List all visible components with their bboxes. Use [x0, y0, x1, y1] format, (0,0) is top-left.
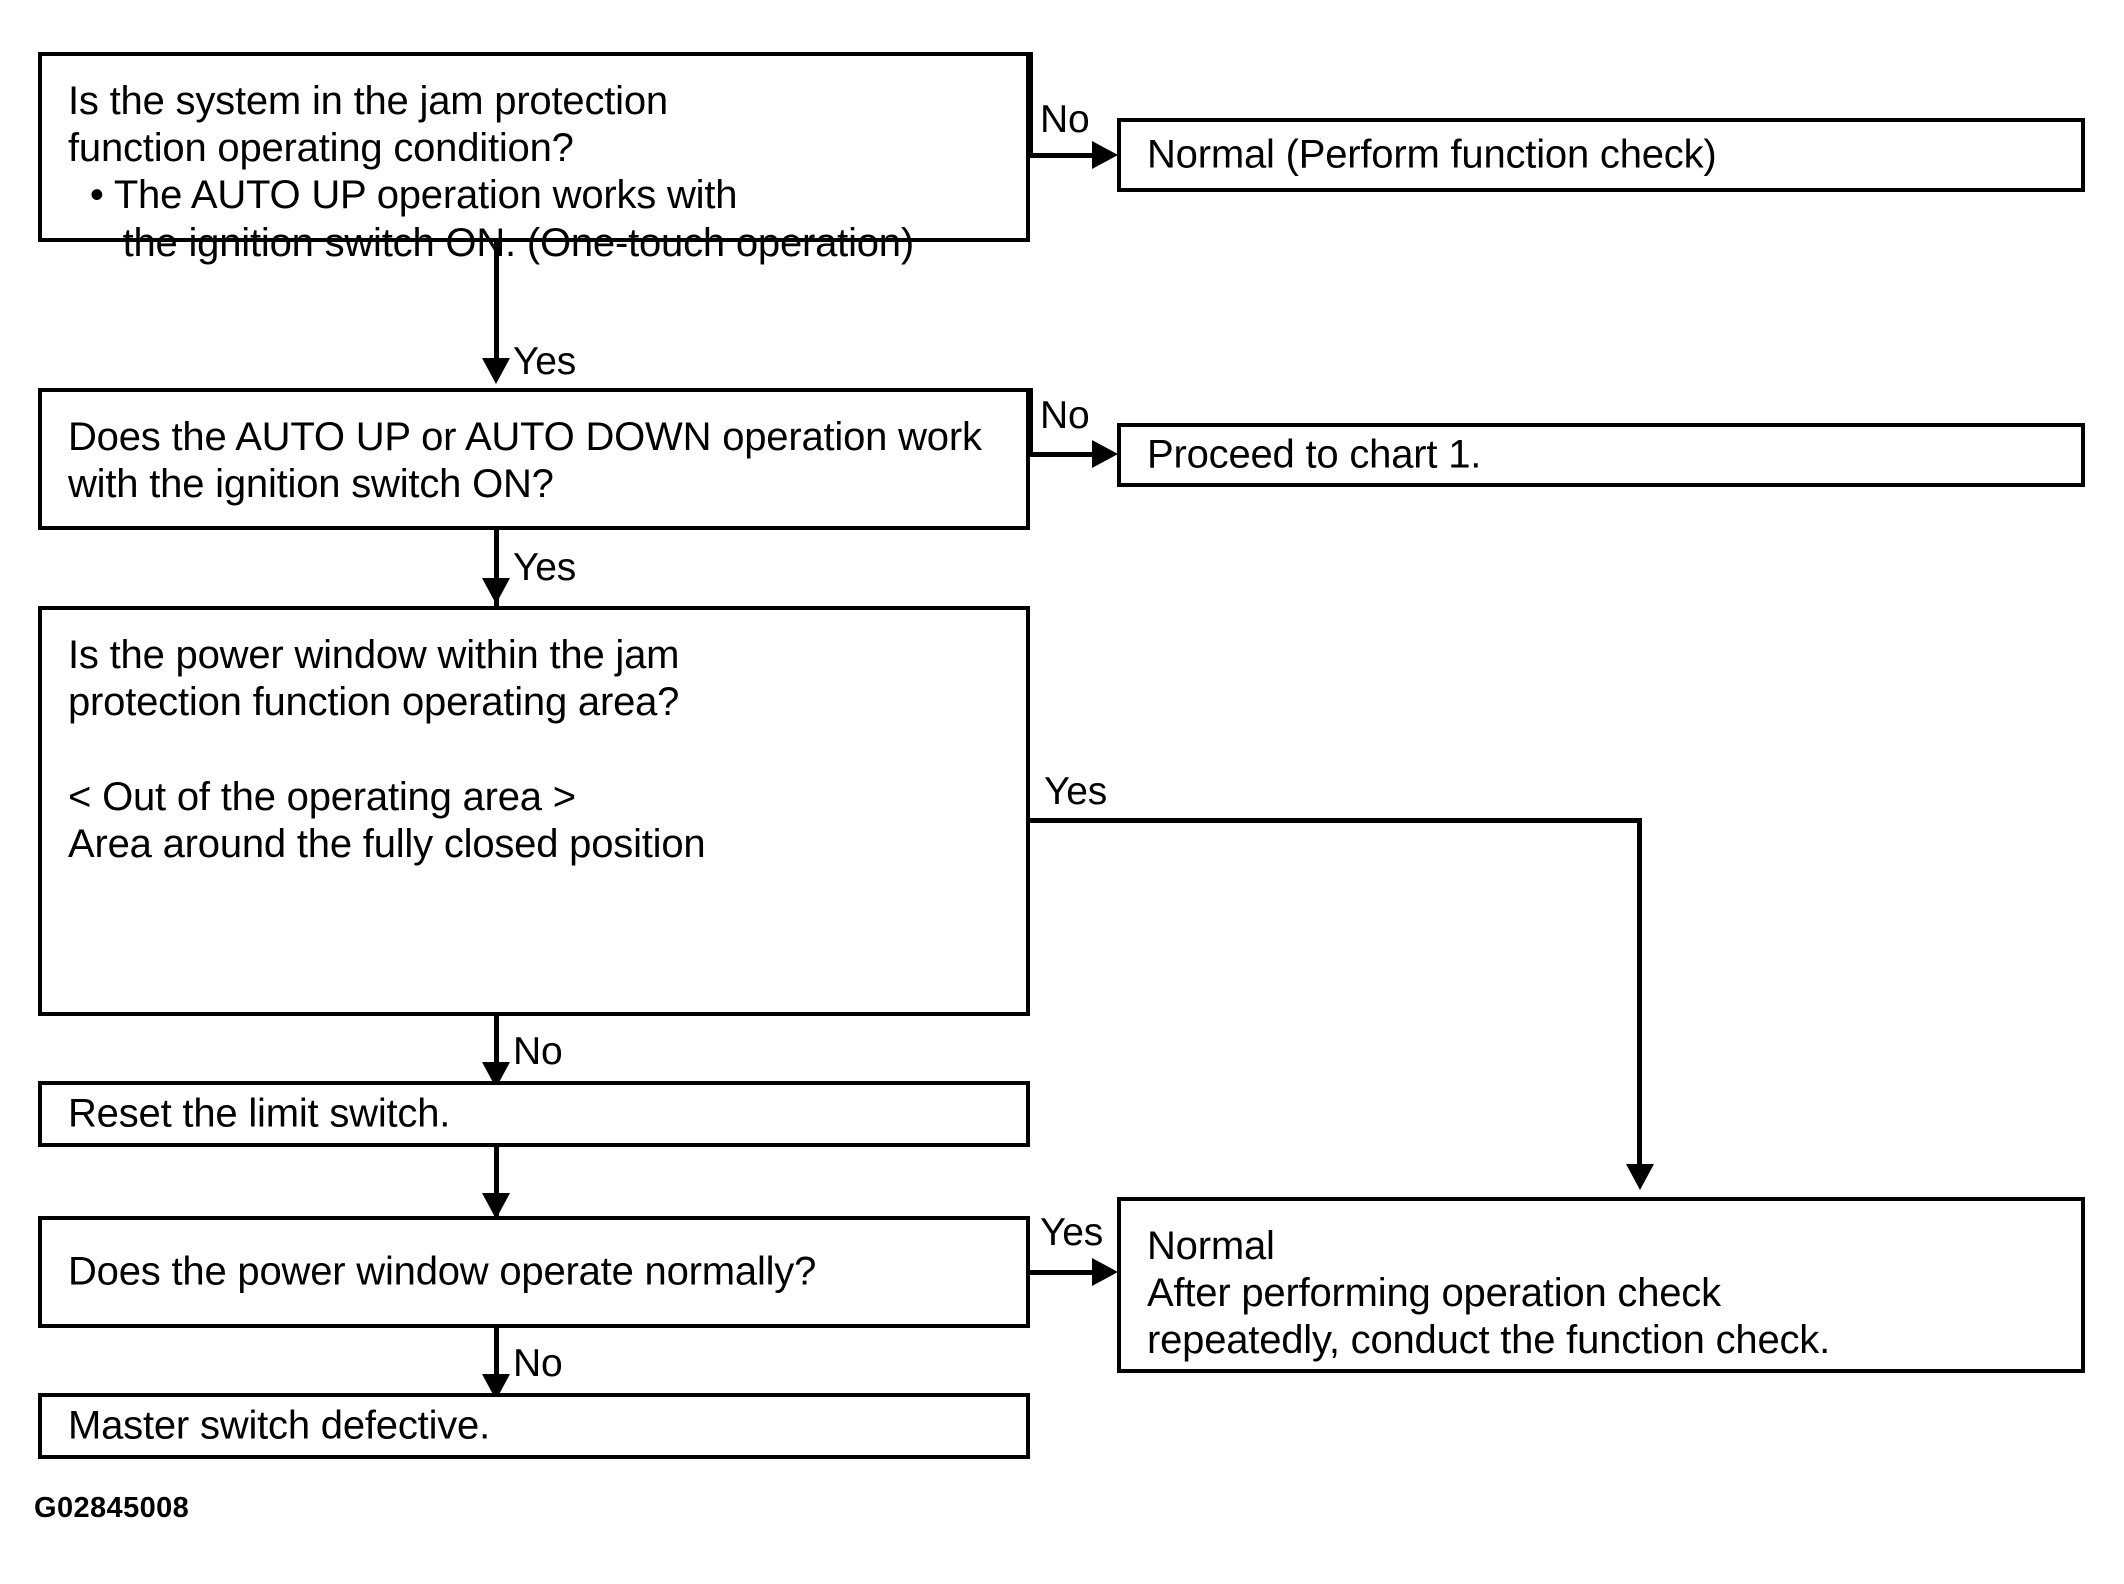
- decision-power-window-operates-normally-text: Does the power window operate normally?: [68, 1249, 817, 1294]
- decision-auto-up-down-works-text: Does the AUTO UP or AUTO DOWN operation …: [68, 415, 982, 507]
- edge-label-q1-yes: Yes: [513, 340, 577, 383]
- edge-q3-to-r3-vertical: [1637, 818, 1642, 1176]
- decision-auto-up-down-works: Does the AUTO UP or AUTO DOWN operation …: [38, 388, 1030, 530]
- edge-q1-to-r1-arrowhead: [1092, 141, 1118, 169]
- decision-power-window-operates-normally: Does the power window operate normally?: [38, 1216, 1030, 1328]
- edge-q2-to-r2-arrowhead: [1092, 440, 1118, 468]
- edge-label-q4-yes: Yes: [1040, 1211, 1104, 1254]
- edge-label-q2-yes: Yes: [513, 546, 577, 589]
- action-master-switch-defective-text: Master switch defective.: [68, 1403, 491, 1448]
- edge-label-q1-no: No: [1040, 98, 1090, 141]
- edge-q3-to-r3-arrowhead: [1626, 1164, 1654, 1190]
- outcome-normal-perform-function-check: Normal (Perform function check): [1117, 118, 2085, 192]
- edge-label-q3-yes: Yes: [1044, 770, 1108, 813]
- edge-q3-to-a1-vertical: [494, 1016, 499, 1084]
- edge-q4-to-a2-vertical: [494, 1328, 499, 1396]
- edge-a1-to-q4-vertical: [494, 1147, 499, 1219]
- decision-window-within-operating-area: Is the power window within the jam prote…: [38, 606, 1030, 1016]
- edge-label-q3-no: No: [513, 1030, 563, 1073]
- edge-q1-to-q2-vertical: [494, 242, 499, 364]
- edge-q2-to-q3-vertical: [494, 530, 499, 610]
- edge-label-q4-no: No: [513, 1342, 563, 1385]
- edge-q4-to-r3-horizontal: [1028, 1270, 1098, 1275]
- edge-q1-to-r1-horizontal: [1028, 153, 1098, 158]
- decision-window-within-operating-area-text: Is the power window within the jam prote…: [68, 633, 706, 866]
- outcome-normal-repeat-operation-check-text: Normal After performing operation check …: [1147, 1224, 1831, 1363]
- edge-q3-to-r3-horizontal: [1028, 818, 1642, 823]
- edge-q2-to-r2-vertical: [1028, 388, 1033, 455]
- edge-q1-to-r1-vertical: [1028, 52, 1033, 156]
- outcome-proceed-to-chart-1-text: Proceed to chart 1.: [1147, 432, 1482, 477]
- action-reset-limit-switch-text: Reset the limit switch.: [68, 1091, 451, 1136]
- edge-a1-to-q4-arrowhead: [482, 1193, 510, 1219]
- action-master-switch-defective: Master switch defective.: [38, 1393, 1030, 1459]
- decision-jam-protection-condition: Is the system in the jam protection func…: [38, 52, 1030, 265]
- outcome-proceed-to-chart-1: Proceed to chart 1.: [1117, 423, 2085, 487]
- figure-code-label: G02845008: [34, 1492, 190, 1524]
- edge-q2-to-r2-horizontal: [1028, 452, 1098, 457]
- edge-q2-to-q3-arrowhead: [482, 578, 510, 604]
- decision-jam-protection-condition-text: Is the system in the jam protection func…: [68, 79, 914, 265]
- edge-q4-to-r3-arrowhead: [1092, 1258, 1118, 1286]
- edge-label-q2-no: No: [1040, 394, 1090, 437]
- action-reset-limit-switch: Reset the limit switch.: [38, 1081, 1030, 1147]
- outcome-normal-perform-function-check-text: Normal (Perform function check): [1147, 132, 1717, 177]
- outcome-normal-repeat-operation-check: Normal After performing operation check …: [1117, 1197, 2085, 1373]
- edge-q1-to-q2-arrowhead: [482, 358, 510, 384]
